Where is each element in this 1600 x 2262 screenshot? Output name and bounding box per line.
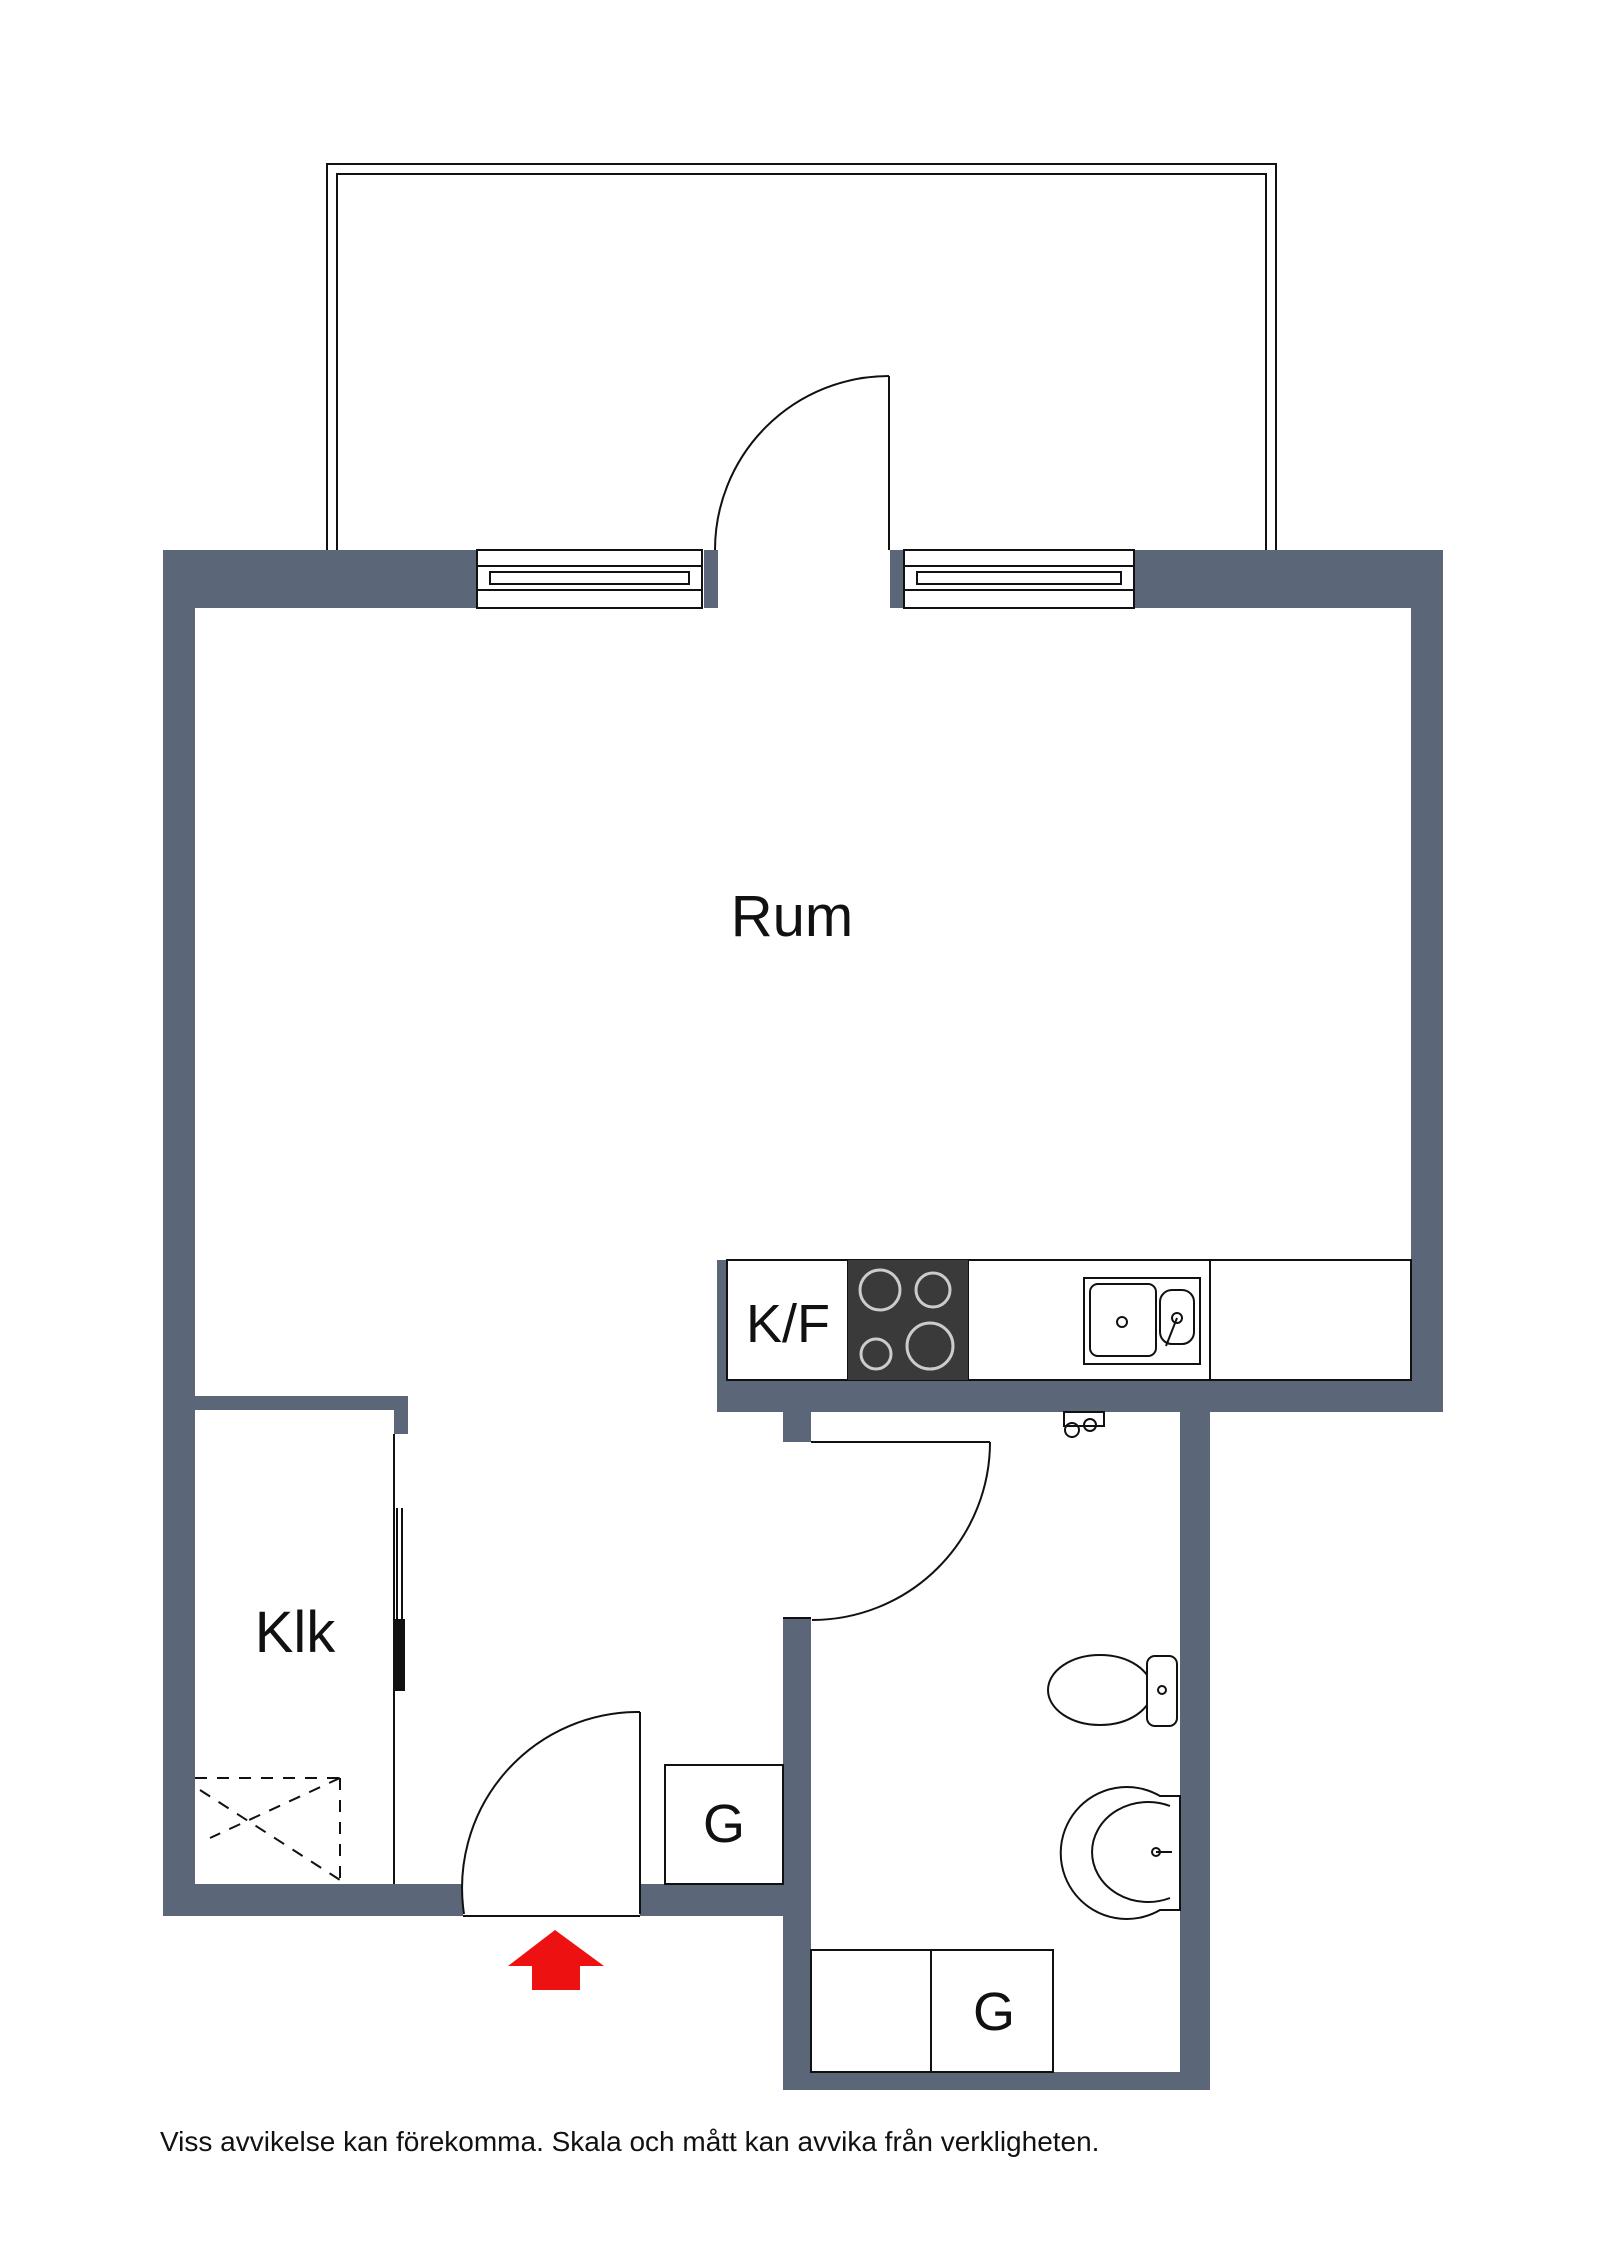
washbasin-icon [1059,1786,1181,1920]
balcony [326,163,1277,550]
entrance-door[interactable] [461,1710,641,1917]
toilet-icon [1047,1654,1178,1727]
stove-icon [848,1260,968,1380]
room-label-closet: Klk [255,1600,337,1665]
wardrobe-hall [664,1764,784,1885]
wardrobe-bath-label: G [973,1982,1015,2042]
walls [163,550,1443,2090]
disclaimer-text: Viss avvikelse kan förekomma. Skala och … [160,2126,1100,2157]
room-label-main: Rum [731,884,853,949]
window-right [903,549,1135,609]
closet-sliding-door[interactable] [395,1508,405,1691]
entrance-arrow-icon [508,1930,604,1990]
balcony-door[interactable] [714,375,890,551]
shower-tap-icon [1063,1411,1105,1438]
kitchen-sink-icon [1083,1277,1201,1365]
bathroom-door[interactable] [783,1441,991,1621]
room-label-kitchen: K/F [746,1294,830,1354]
shelf-hatch [195,1777,341,1884]
window-left [476,549,703,609]
wardrobe-hall-label: G [703,1794,745,1854]
wardrobe-bath [810,1949,1054,2073]
